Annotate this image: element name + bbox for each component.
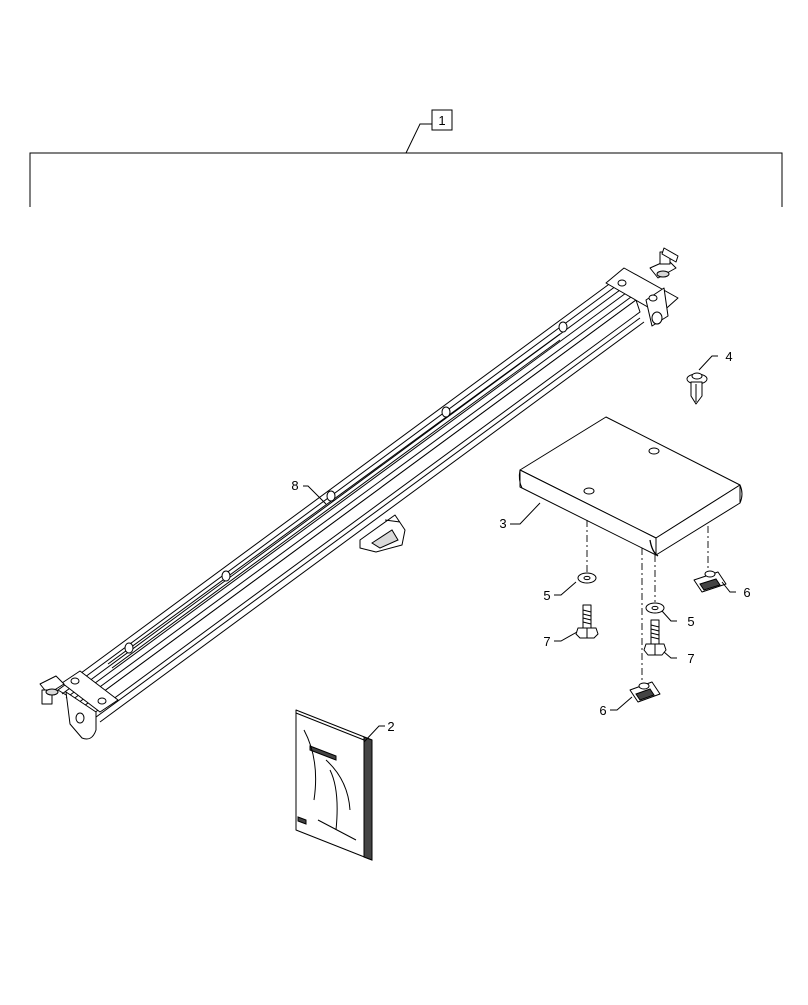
callout-1-box: 1	[431, 109, 453, 131]
callout-clip-right-label: 6	[743, 585, 750, 600]
callout-bolt-left-label: 7	[543, 634, 550, 649]
clip-bottom	[629, 681, 661, 703]
cover-plate	[518, 416, 743, 557]
manual-booklet	[295, 709, 373, 861]
bolt-right	[643, 619, 667, 656]
clip-right	[693, 570, 727, 593]
rail-channel	[39, 247, 679, 740]
callout-clip-bottom-label: 6	[599, 703, 606, 718]
bolt-left	[575, 604, 599, 639]
rail-stud	[124, 321, 568, 654]
rail-end-plate-left	[39, 670, 119, 740]
rail-end-plate-right	[605, 247, 679, 327]
rail-center-bracket	[359, 514, 406, 553]
push-rivet	[686, 372, 708, 405]
callout-manual-label: 2	[387, 719, 394, 734]
callout-assembly-label: 1	[438, 113, 445, 128]
fastener-axis-lines	[586, 520, 709, 682]
assembly-bracket	[29, 123, 783, 207]
callout-bolt-right-label: 7	[687, 651, 694, 666]
callout-washer-left-label: 5	[543, 588, 550, 603]
leader-lines	[303, 355, 736, 743]
washer-left	[577, 572, 597, 584]
callout-cover-label: 3	[499, 516, 506, 531]
callout-push-rivet-label: 4	[725, 349, 732, 364]
callout-washer-right-label: 5	[687, 614, 694, 629]
washer-right	[645, 602, 665, 614]
callout-rail-label: 8	[291, 478, 298, 493]
